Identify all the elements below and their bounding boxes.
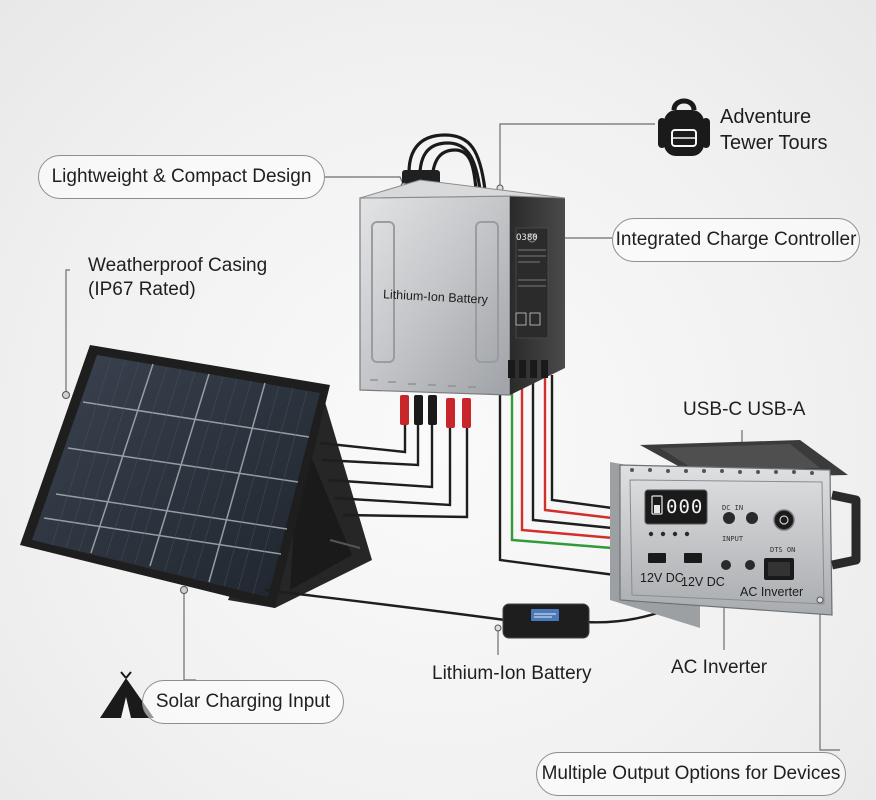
battery-panel-code: O380: [516, 233, 538, 243]
brand-name: Adventure Tewer Tours: [720, 104, 827, 156]
callout-ac-inverter: AC Inverter: [671, 657, 768, 678]
port-label-12v-right: 12V DC: [681, 575, 725, 589]
callout-usb-ports: USB-C USB-A: [683, 399, 806, 420]
station-display-value: 000: [666, 496, 704, 518]
station-display: [644, 489, 708, 525]
callout-weatherproof-line-1: Weatherproof Casing: [88, 255, 268, 276]
battery-unit: [359, 179, 566, 428]
power-button: [773, 509, 795, 531]
backpack-icon: [658, 98, 710, 156]
battery-terminals: [400, 395, 471, 428]
callout-weatherproof-line-2: (IP67 Rated): [88, 279, 196, 300]
usb-port: [648, 553, 666, 563]
callout-solar-input: Solar Charging Input: [142, 680, 344, 724]
power-station: [610, 440, 861, 628]
port-label-12v-left: 12V DC: [640, 571, 684, 585]
brand-line-1: Adventure: [720, 106, 812, 128]
brand-line-2: Tewer Tours: [720, 132, 828, 154]
port-label-ac: AC Inverter: [740, 585, 804, 599]
solar-panel: [20, 345, 330, 608]
inline-battery-module: [494, 603, 590, 639]
callout-lithium-battery: Lithium-Ion Battery: [432, 663, 592, 684]
callout-charge-controller: Integrated Charge Controller: [612, 218, 860, 262]
usb-port: [684, 553, 702, 563]
battery-top-cables: [407, 133, 487, 191]
tent-icon: [100, 671, 154, 718]
station-label-dc-in: DC IN: [722, 504, 744, 512]
station-label-input: INPUT: [722, 535, 744, 543]
callout-lightweight: Lightweight & Compact Design: [38, 155, 325, 199]
station-label-on: DTS ON: [770, 546, 796, 554]
callout-multiple-outputs: Multiple Output Options for Devices: [536, 752, 846, 796]
callout-weatherproof: Weatherproof Casing (IP67 Rated): [88, 254, 267, 302]
